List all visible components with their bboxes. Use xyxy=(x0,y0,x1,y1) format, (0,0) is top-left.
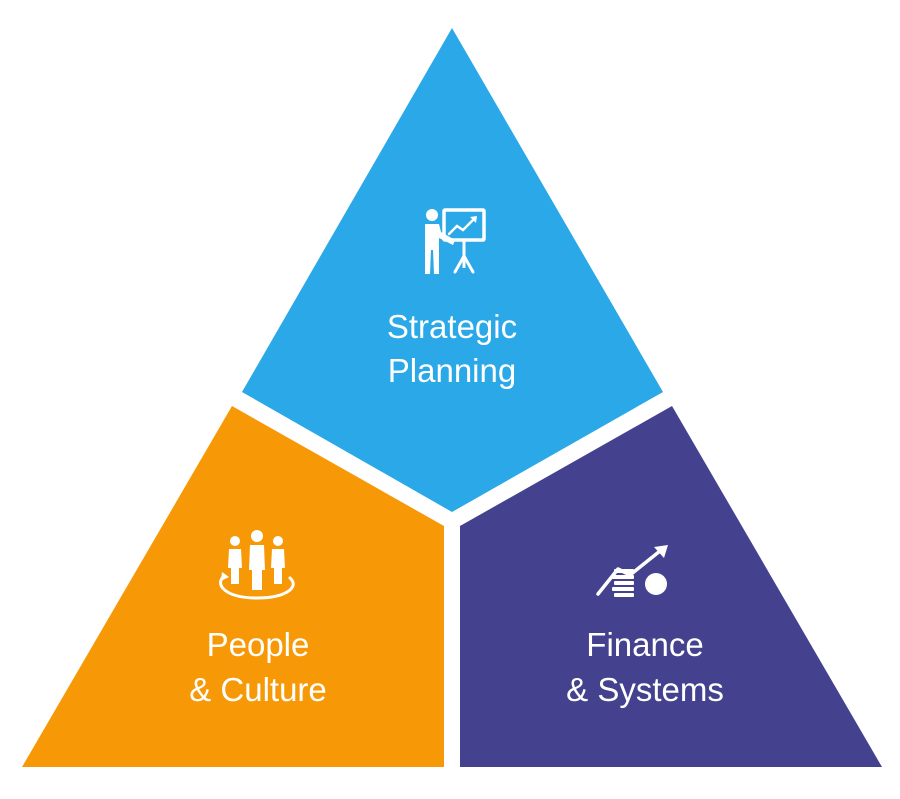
finance-growth-icon xyxy=(596,545,668,597)
segment-strategic-planning-label-line2: Planning xyxy=(388,352,516,389)
segment-people-culture: People & Culture xyxy=(22,406,444,767)
segment-people-culture-shape xyxy=(22,406,444,767)
segment-finance-systems-shape xyxy=(460,406,882,767)
segment-strategic-planning-label-line1: Strategic xyxy=(387,308,517,345)
segment-finance-systems-label-line2: & Systems xyxy=(566,671,724,708)
segment-people-culture-label-line2: & Culture xyxy=(189,671,327,708)
team-group-icon xyxy=(219,530,295,600)
segment-finance-systems-label-line1: Finance xyxy=(586,626,703,663)
presentation-chart-icon xyxy=(425,208,486,274)
segment-strategic-planning: Strategic Planning xyxy=(242,28,663,512)
segment-finance-systems: Finance & Systems xyxy=(460,406,882,767)
segment-people-culture-label-line1: People xyxy=(207,626,310,663)
segment-strategic-planning-shape xyxy=(242,28,663,512)
